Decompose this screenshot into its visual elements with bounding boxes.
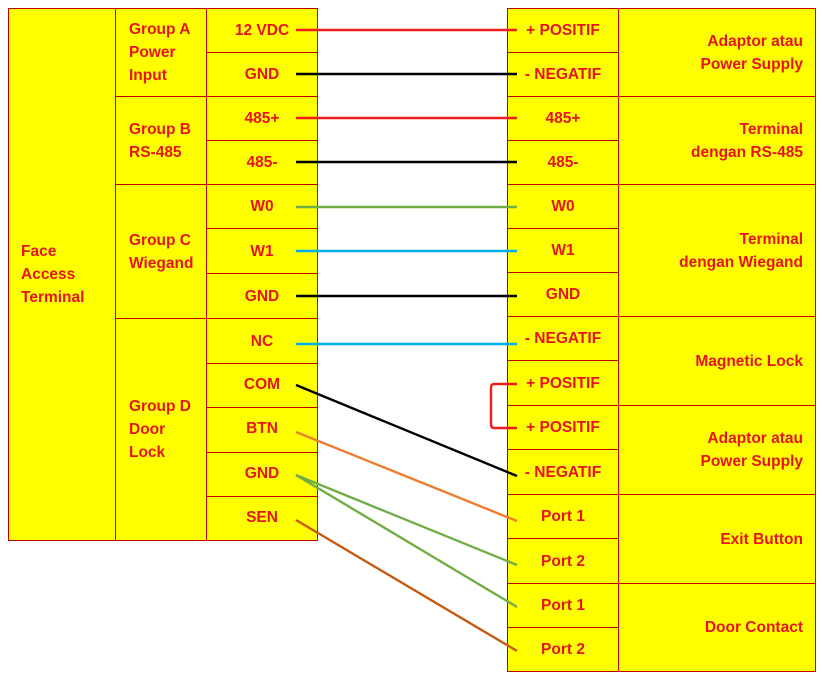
left-pin-sen: SEN: [206, 496, 318, 541]
right-pin-lock-positif: + POSITIF: [507, 360, 619, 406]
right-pin-positif-2: + POSITIF: [507, 405, 619, 450]
device-power-supply-2: Adaptor atau Power Supply: [618, 405, 816, 495]
device-label-line: Adaptor atau: [707, 32, 803, 50]
wire-8: [295, 383, 518, 478]
right-pin-gnd: GND: [507, 272, 619, 317]
device-label-line: dengan Wiegand: [679, 253, 803, 271]
right-pin-exit-port-2: Port 2: [507, 538, 619, 584]
left-pin-com: COM: [206, 363, 318, 408]
wire-11: [295, 473, 518, 609]
wire-12: [295, 518, 518, 653]
device-door-contact: Door Contact: [618, 583, 816, 672]
wire-13: [489, 382, 517, 430]
device-label-line: Terminal: [739, 230, 803, 248]
group-label-line: Input: [129, 67, 167, 84]
terminal-label-line: Access: [21, 266, 76, 283]
right-pin-negatif-2: - NEGATIF: [507, 449, 619, 495]
right-pin-door-port-2: Port 2: [507, 627, 619, 672]
left-pin-gnd-d: GND: [206, 452, 318, 497]
device-label-line: Door Contact: [704, 619, 803, 636]
group-c-box: Group C Wiegand: [115, 184, 207, 319]
device-label-line: dengan RS-485: [691, 143, 803, 161]
device-rs485-terminal: Terminal dengan RS-485: [618, 96, 816, 185]
device-power-supply-1: Adaptor atau Power Supply: [618, 8, 816, 97]
group-label-line: Group A: [129, 21, 191, 38]
terminal-label-line: Terminal: [21, 289, 85, 306]
wire-9: [295, 430, 518, 523]
wire-10: [295, 473, 518, 567]
terminal-label-line: Face: [21, 243, 57, 260]
left-pin-485-plus: 485+: [206, 96, 318, 141]
group-label-line: Lock: [129, 444, 166, 461]
group-label-line: Wiegand: [129, 254, 194, 272]
right-pin-485-minus: 485-: [507, 140, 619, 185]
group-label-line: Group C: [129, 231, 191, 249]
device-label-line: Exit Button: [720, 530, 803, 548]
group-d-box: Group D Door Lock: [115, 318, 207, 541]
group-b-box: Group B RS-485: [115, 96, 207, 185]
device-label-line: Adaptor atau: [707, 430, 803, 447]
group-a-box: Group A Power Input: [115, 8, 207, 97]
right-pin-exit-port-1: Port 1: [507, 494, 619, 539]
group-label-line: RS-485: [129, 143, 182, 161]
left-pin-nc: NC: [206, 318, 318, 364]
group-label-line: Power: [129, 44, 176, 61]
group-label-line: Group B: [129, 120, 191, 138]
right-pin-negatif-1: - NEGATIF: [507, 52, 619, 97]
device-label-line: Magnetic Lock: [695, 352, 803, 370]
device-label-line: Power Supply: [700, 55, 804, 73]
group-label-line: Door: [129, 421, 166, 438]
group-label-line: Group D: [129, 398, 191, 415]
right-pin-w1: W1: [507, 228, 619, 273]
device-label-line: Terminal: [739, 120, 803, 138]
left-pin-btn: BTN: [206, 407, 318, 453]
right-pin-lock-negatif: - NEGATIF: [507, 316, 619, 361]
face-access-terminal: Face Access Terminal: [8, 8, 116, 541]
device-label-line: Power Supply: [700, 453, 804, 470]
device-magnetic-lock: Magnetic Lock: [618, 316, 816, 406]
